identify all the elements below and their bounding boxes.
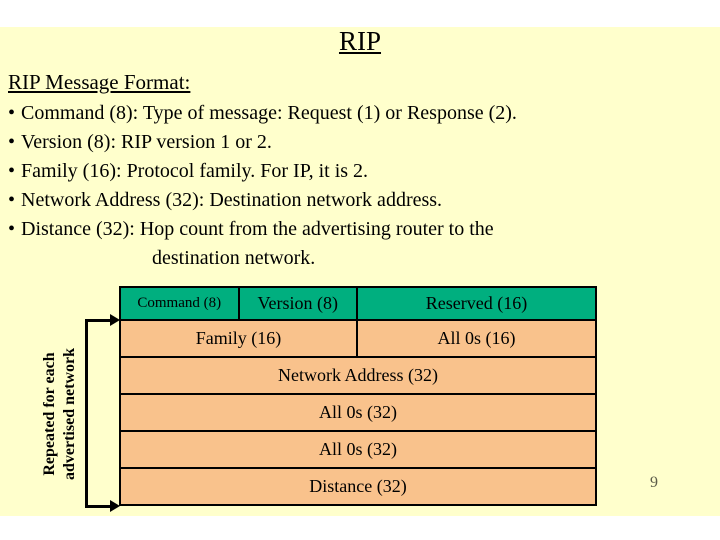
table-row: Distance (32)	[121, 469, 595, 504]
page-title: RIP	[338, 26, 382, 56]
section-heading: RIP Message Format:	[8, 70, 191, 94]
page-number: 9	[650, 474, 658, 491]
cell-all0s-16: All 0s (16)	[358, 321, 595, 356]
bullet-text: Distance (32): Hop count from the advert…	[21, 218, 494, 240]
bullet-marker: •	[8, 131, 16, 153]
bullet-text: Family (16): Protocol family. For IP, it…	[21, 160, 369, 182]
table-row: Network Address (32)	[121, 358, 595, 395]
right-arrow-icon	[110, 314, 120, 326]
table-row: All 0s (32)	[121, 432, 595, 469]
bullet-item: •Command (8): Type of message: Request (…	[8, 99, 708, 128]
cell-reserved: Reserved (16)	[358, 288, 595, 319]
cell-family: Family (16)	[121, 321, 358, 356]
repeat-bracket-bottom-arrow-line	[85, 505, 112, 508]
bullet-marker: •	[8, 189, 16, 211]
bullet-item: •Distance (32): Hop count from the adver…	[8, 215, 708, 244]
rip-message-format-table: Command (8) Version (8) Reserved (16) Fa…	[119, 286, 597, 506]
cell-distance: Distance (32)	[121, 469, 595, 504]
bullet-marker: •	[8, 102, 16, 124]
right-arrow-icon	[110, 500, 120, 512]
repeat-bracket-line	[85, 320, 88, 508]
cell-version: Version (8)	[239, 288, 358, 319]
bullet-marker: •	[8, 160, 16, 182]
bullet-item: •Version (8): RIP version 1 or 2.	[8, 128, 708, 157]
repeat-bracket-top-arrow-line	[85, 319, 112, 322]
table-row: Family (16) All 0s (16)	[121, 321, 595, 358]
repeated-network-label-line1: Repeated for each	[41, 352, 58, 476]
bullet-text: Command (8): Type of message: Request (1…	[21, 102, 517, 124]
bullet-list: •Command (8): Type of message: Request (…	[8, 99, 708, 273]
bullet-item: •Family (16): Protocol family. For IP, i…	[8, 157, 708, 186]
table-row: All 0s (32)	[121, 395, 595, 432]
bullet-continuation: destination network.	[152, 247, 316, 269]
bullet-text: Version (8): RIP version 1 or 2.	[21, 131, 272, 153]
bullet-marker: •	[8, 218, 16, 240]
bullet-text: Network Address (32): Destination networ…	[21, 189, 443, 211]
cell-command: Command (8)	[121, 288, 240, 319]
repeated-network-label-line2: advertised network	[61, 348, 78, 480]
bullet-item: •Network Address (32): Destination netwo…	[8, 186, 708, 215]
repeated-network-label: Repeated for each advertised network	[40, 309, 80, 519]
cell-network-address: Network Address (32)	[121, 358, 595, 393]
table-row: Command (8) Version (8) Reserved (16)	[121, 288, 595, 321]
cell-all0s-32-a: All 0s (32)	[121, 395, 595, 430]
cell-all0s-32-b: All 0s (32)	[121, 432, 595, 467]
